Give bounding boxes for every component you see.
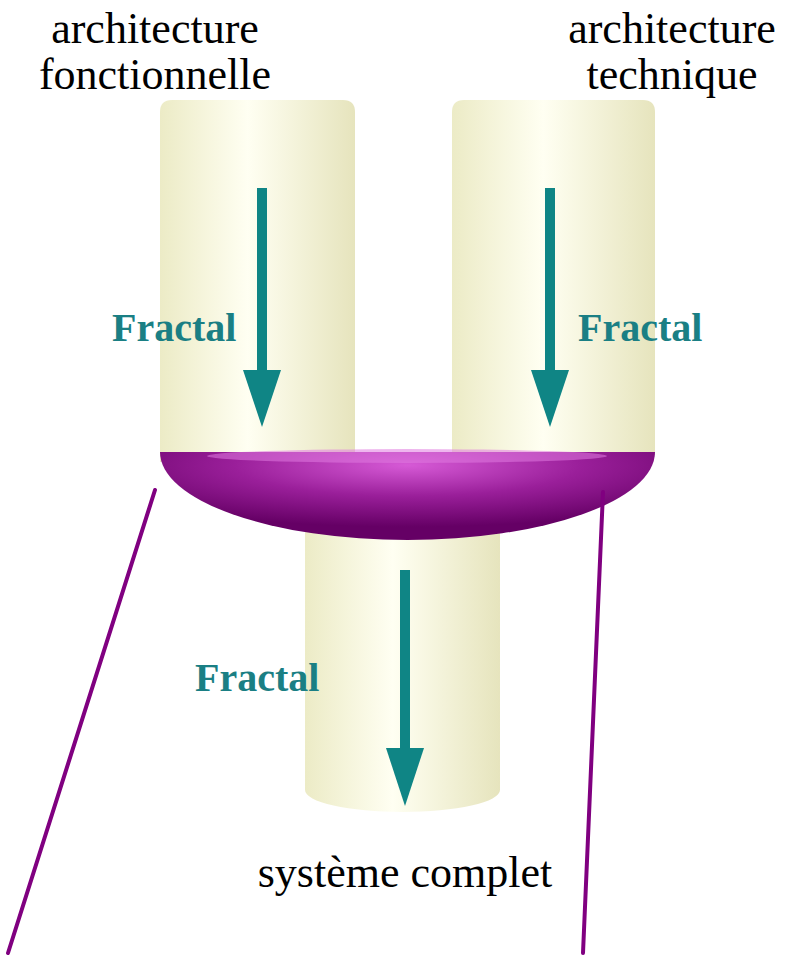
section-title: architecture fonctionnelle	[5, 6, 305, 98]
leader-lines	[8, 490, 603, 953]
right-cylinder	[452, 100, 655, 455]
dish-highlight	[207, 449, 607, 463]
flow-label: Fractal	[195, 656, 319, 700]
flow-arrows	[243, 188, 569, 806]
flow-label: Fractal	[578, 306, 702, 350]
flow-label: Fractal	[112, 306, 236, 350]
pipe-section: architecture techniqueFractal	[400, 0, 811, 380]
section-title: architecture technique	[540, 6, 804, 98]
bottom-cylinder	[305, 515, 500, 812]
junction-dish	[160, 452, 655, 540]
pipe-section: Fractal système complet	[150, 600, 650, 950]
left-cylinder	[160, 100, 355, 462]
section-title: système complet	[255, 850, 555, 896]
pipe-section: architecture fonctionnelleFractal	[0, 0, 360, 380]
